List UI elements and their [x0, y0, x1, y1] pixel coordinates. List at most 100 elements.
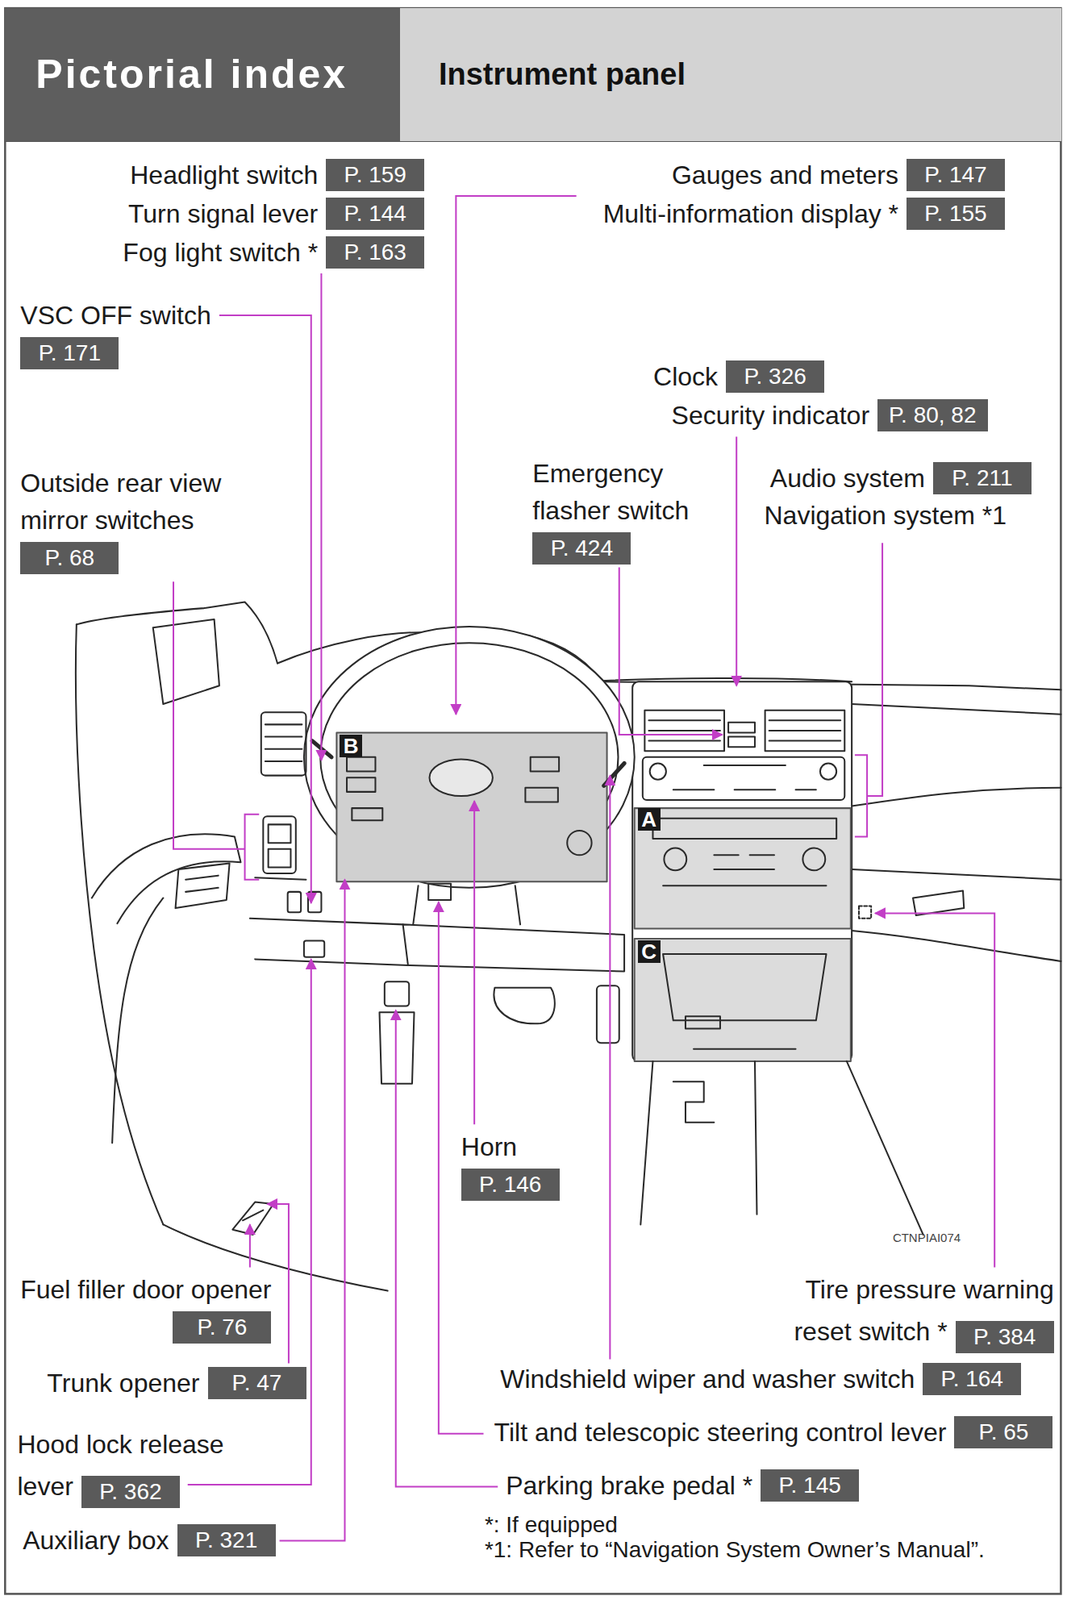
button [728, 737, 755, 748]
page-reference: P. 147 [906, 158, 1005, 192]
window-switches [175, 862, 230, 909]
radio-face [642, 757, 845, 801]
letter-text: C [641, 939, 657, 964]
heading-text: Pictorial index [35, 50, 348, 98]
part-label: Emergency flasher switch [532, 454, 718, 530]
side-mirror [153, 619, 220, 705]
parking-brake-pedal [384, 981, 409, 1006]
page-reference: P. 76 [172, 1311, 271, 1344]
page-ref-callout: Fog light switch *P. 163 [122, 236, 425, 269]
knob [650, 762, 667, 780]
page-reference: P. 155 [906, 197, 1005, 230]
page-ref-callout: Auxiliary box P. 321 [22, 1524, 276, 1557]
part-label: Horn [461, 1128, 517, 1166]
knob [802, 847, 826, 871]
mirror-switch-panel [262, 816, 296, 874]
leader-line [875, 912, 995, 1268]
page-ref-callout: Multi-information display *P. 155 [603, 197, 1005, 230]
page-ref-callout: Turn signal leverP. 144 [128, 197, 425, 230]
part-label: Headlight switch [129, 159, 318, 191]
brake-pedal [493, 987, 555, 1025]
part-label: Tilt and telescopic steering control lev… [494, 1417, 947, 1448]
page-ref-callout: Gauges and metersP. 147 [671, 158, 1005, 192]
part-label: Fog light switch * [122, 237, 318, 268]
section-letter: B [339, 734, 363, 758]
side-vent [261, 712, 307, 776]
page-reference: P. 326 [725, 360, 825, 393]
mirror-switches [268, 824, 292, 867]
page-reference: P. 164 [922, 1362, 1022, 1396]
door-frame [76, 602, 278, 664]
title-band: Pictorial index [4, 8, 401, 141]
page-reference: P. 171 [20, 337, 119, 370]
figure-code: CTNPIAI074 [892, 1230, 961, 1245]
part-label: Security indicator [671, 400, 870, 431]
page-reference: P. 362 [81, 1475, 180, 1509]
part-label: Fuel filler door opener [20, 1271, 271, 1309]
page-ref-callout: Headlight switchP. 159 [129, 158, 425, 192]
armrest [91, 833, 242, 924]
floor-levers [232, 1202, 274, 1235]
spoke-switches [346, 757, 559, 821]
footrest [379, 1012, 415, 1084]
vent-slats [265, 724, 303, 762]
bracket [245, 814, 260, 880]
page-ref-callout: ClockP. 326 [653, 360, 825, 393]
leader-line [735, 437, 738, 687]
knob [663, 847, 687, 871]
lower-stack [662, 954, 826, 1050]
leader-line [187, 958, 312, 1485]
console [640, 1061, 923, 1235]
horn-pad [429, 758, 492, 797]
page-ref-callout: VSC OFF switchP. 171 [20, 296, 211, 370]
page-ref-callout: Parking brake pedal *P. 145 [505, 1469, 859, 1502]
page-frame [4, 8, 1061, 1594]
page-reference: P. 384 [955, 1321, 1055, 1354]
page-ref-callout: Hood lock release leverP. 362 [17, 1425, 260, 1510]
page-ref-callout: Security indicatorP. 80, 82 [671, 399, 988, 432]
vent-slats [648, 720, 841, 741]
footnote: *: If equipped [484, 1512, 618, 1538]
page-reference: P. 68 [20, 541, 119, 575]
center-stack [632, 681, 852, 1062]
door-pocket [112, 897, 163, 1143]
section-letter: C [637, 940, 661, 963]
page-ref-callout: Trunk openerP. 47 [46, 1367, 306, 1400]
page-ref-callout: Emergency flasher switchP. 424 [532, 454, 718, 565]
page-reference: P. 321 [177, 1524, 276, 1557]
audio-panel [652, 818, 837, 887]
tire-switch [858, 906, 872, 919]
letter-text: A [641, 807, 657, 832]
part-label: Trunk opener [46, 1367, 200, 1399]
leader-line [473, 800, 476, 1125]
part-label: Windshield wiper and washer switch [500, 1363, 915, 1395]
knob [820, 762, 837, 780]
part-label: Outside rear view mirror switches [20, 464, 255, 539]
hood-release [304, 941, 325, 958]
page-reference: P. 424 [532, 532, 631, 565]
glovebox-handle [912, 891, 964, 916]
leader-line [219, 315, 312, 904]
leader-line [608, 775, 611, 1360]
radio-slots [673, 765, 817, 790]
part-label: Multi-information display * [603, 198, 899, 230]
part-label: Auxiliary box [22, 1525, 169, 1556]
page-ref-callout: Audio systemP. 211 [770, 462, 1032, 495]
section-letter: A [637, 808, 661, 831]
leader-line [279, 879, 346, 1542]
page-ref-callout: Windshield wiper and washer switchP. 164 [500, 1362, 1022, 1396]
lower-dash [250, 877, 409, 966]
page-reference: P. 159 [325, 158, 425, 192]
region-a [634, 808, 851, 929]
page-reference: P. 163 [325, 236, 425, 269]
tilt-lever [428, 883, 451, 901]
part-label: VSC OFF switch [20, 296, 211, 334]
heading-text: Instrument panel [438, 57, 686, 92]
letter-text: B [343, 733, 359, 759]
car-interior-drawing [75, 602, 1062, 1292]
leader-line [619, 567, 723, 736]
steering-wheel [304, 626, 635, 888]
part-label: Clock [653, 361, 718, 392]
page-ref-callout: Outside rear view mirror switchesP. 68 [20, 464, 255, 575]
page-reference: P. 65 [954, 1416, 1053, 1449]
